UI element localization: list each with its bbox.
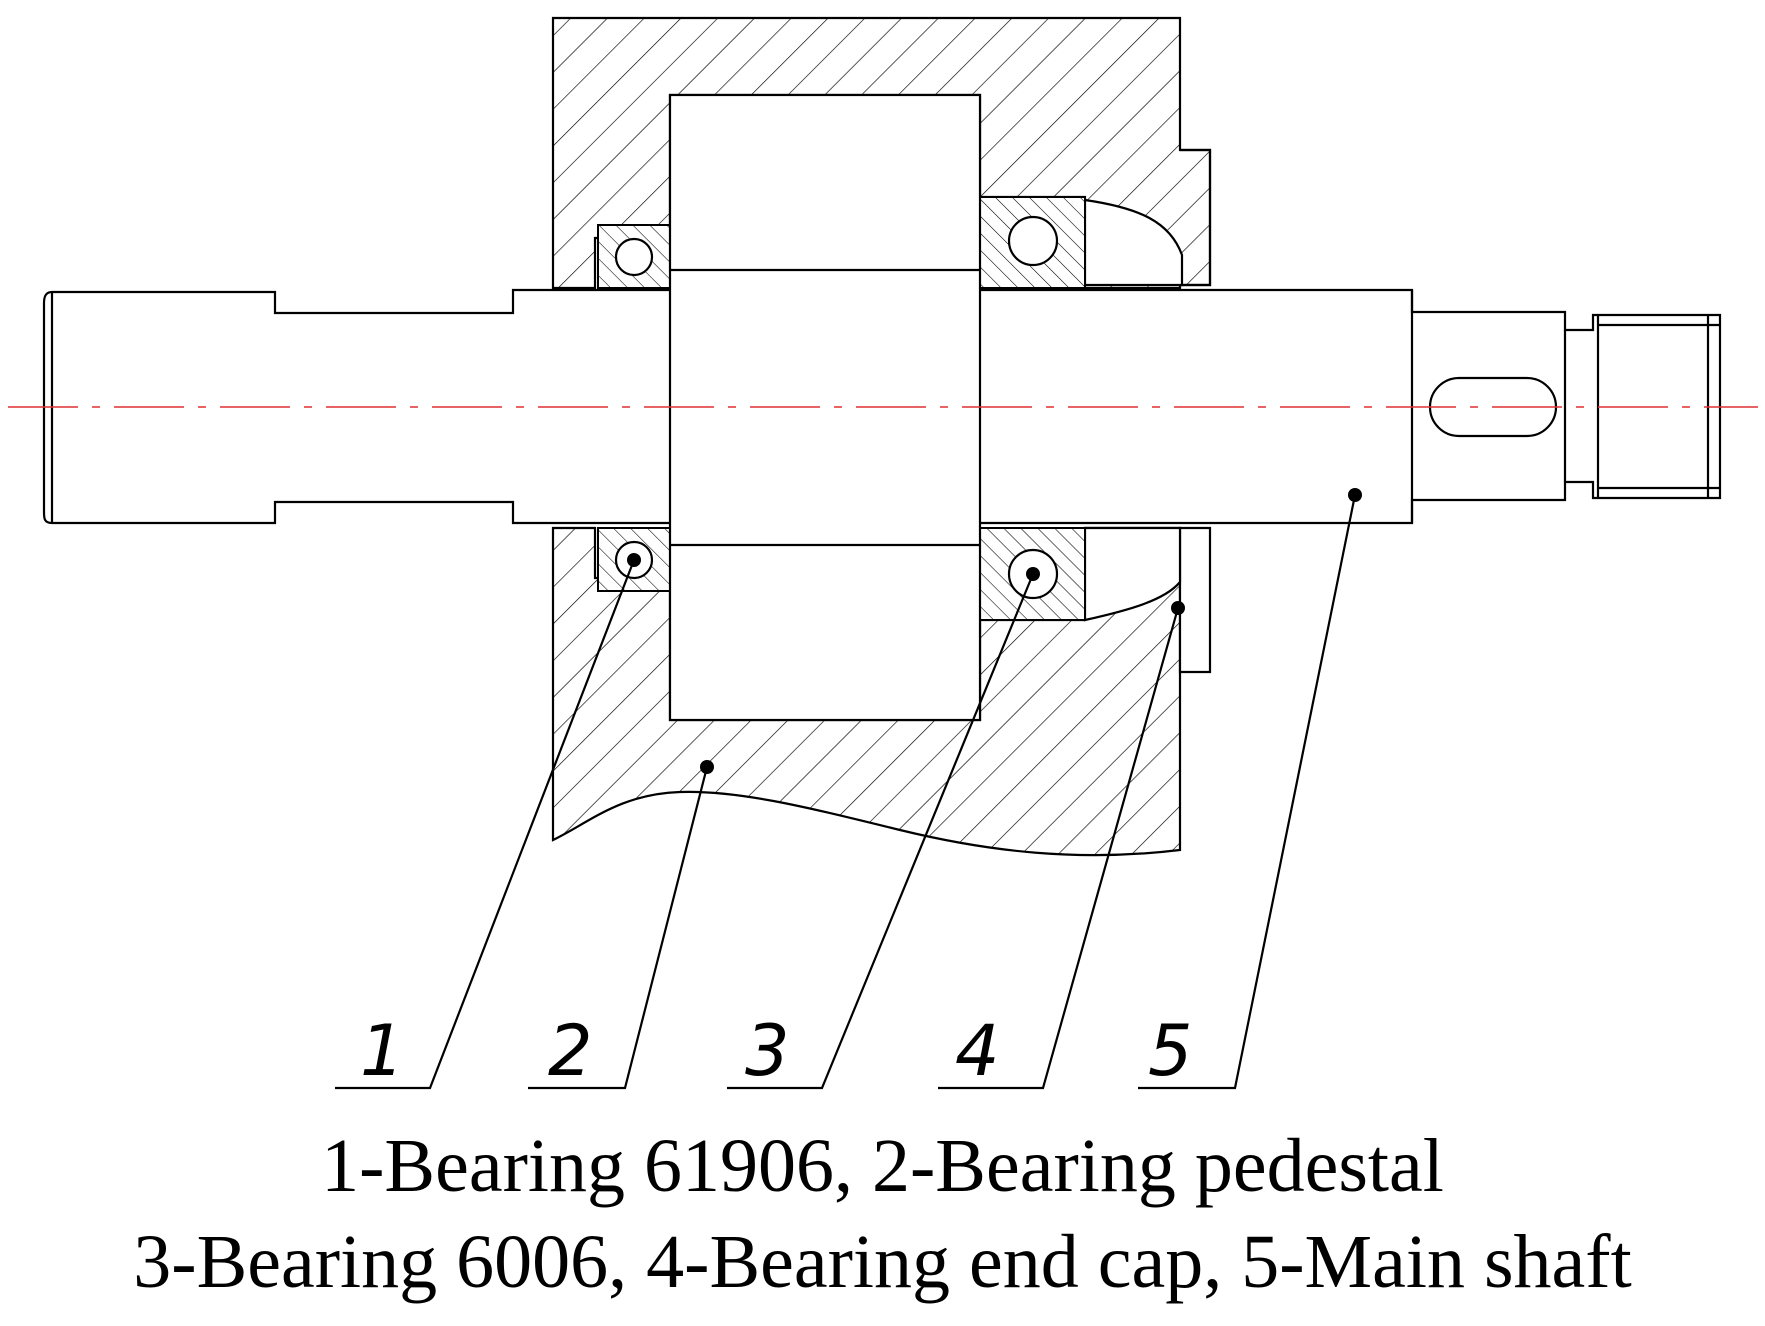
seal-lip-upper bbox=[1083, 198, 1184, 287]
leader-part-4 bbox=[938, 607, 1180, 1090]
figure-caption: 1-Bearing 61906, 2-Bearing pedestal 3-Be… bbox=[0, 1118, 1765, 1310]
part-number-5: 5 bbox=[1148, 1010, 1193, 1092]
end-cap-upper bbox=[1180, 148, 1212, 287]
part-number-3: 3 bbox=[745, 1010, 790, 1092]
caption-line-1: 1-Bearing 61906, 2-Bearing pedestal bbox=[321, 1124, 1444, 1208]
leader-part-2 bbox=[528, 766, 709, 1090]
leader-dot-1 bbox=[627, 553, 641, 567]
leader-part-3 bbox=[727, 573, 1035, 1090]
part-number-2: 2 bbox=[548, 1010, 593, 1092]
caption-line-2: 3-Bearing 6006, 4-Bearing end cap, 5-Mai… bbox=[133, 1220, 1632, 1304]
leader-dot-3 bbox=[1026, 567, 1040, 581]
bearing-61906-upper-ball bbox=[614, 237, 654, 277]
bearing-6006-upper-ball bbox=[1007, 215, 1059, 267]
leader-dot-2 bbox=[700, 760, 714, 774]
part-number-4: 4 bbox=[955, 1010, 1000, 1092]
bearing-61906-lower-race bbox=[597, 527, 671, 592]
rotor-block bbox=[668, 93, 982, 722]
leader-part-5 bbox=[1138, 494, 1357, 1090]
seal-lip-lower bbox=[1083, 526, 1182, 622]
leader-dot-4 bbox=[1171, 601, 1185, 615]
end-cap-lower bbox=[1178, 526, 1212, 674]
leader-part-1 bbox=[335, 559, 636, 1090]
part-number-1: 1 bbox=[360, 1010, 405, 1092]
leader-dot-5 bbox=[1348, 488, 1362, 502]
